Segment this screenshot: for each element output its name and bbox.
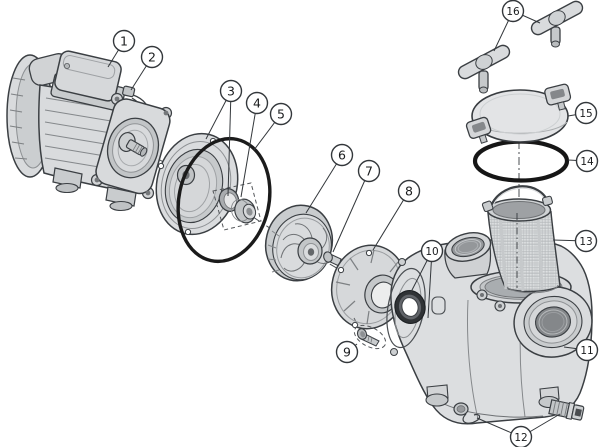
callout-circle xyxy=(245,91,269,115)
callout-leader-line xyxy=(227,90,232,197)
callout-leader-line xyxy=(332,170,370,253)
lid-clamp-left xyxy=(465,116,492,144)
callout-number: 13 xyxy=(579,236,592,248)
callout-circle xyxy=(219,79,243,103)
drain-plug-left xyxy=(453,402,481,424)
callout-13-strainer-basket: 13 xyxy=(552,229,598,253)
callout-number: 11 xyxy=(580,345,593,357)
knob-left xyxy=(457,44,511,94)
callout-number: 2 xyxy=(148,50,156,65)
callout-number: 7 xyxy=(365,164,373,179)
callout-number: 1 xyxy=(120,34,128,49)
callout-number: 10 xyxy=(425,246,438,258)
callout-leader-line xyxy=(240,102,258,198)
callout-number: 9 xyxy=(343,345,351,360)
strainer-basket xyxy=(481,185,561,294)
callout-circle xyxy=(335,340,359,364)
strainer-lid xyxy=(465,83,572,144)
callout-number: 15 xyxy=(579,108,592,120)
callout-1-motor: 1 xyxy=(107,29,136,68)
callout-2-cable-gland: 2 xyxy=(130,45,164,91)
callout-3-seal-plate: 3 xyxy=(205,79,243,197)
callout-12-drain-plugs: 12 xyxy=(476,413,561,447)
callout-circle xyxy=(501,0,525,23)
outlet-port xyxy=(513,286,593,358)
callout-15-strainer-lid: 15 xyxy=(567,101,598,125)
callout-9-diffuser-screw: 9 xyxy=(335,340,359,364)
motor-shaft xyxy=(125,139,148,157)
impeller xyxy=(264,204,335,282)
callout-number: 4 xyxy=(253,96,261,111)
callout-circle xyxy=(575,149,599,173)
callout-14-lid-o-ring: 14 xyxy=(567,149,599,173)
motor-foot-rear xyxy=(105,186,137,212)
callout-11-pump-housing: 11 xyxy=(563,338,599,362)
callout-circle xyxy=(574,229,598,253)
callout-circle xyxy=(140,45,164,69)
callout-circle xyxy=(330,143,354,167)
callout-circle xyxy=(397,179,421,203)
motor xyxy=(6,50,173,212)
inlet-port xyxy=(444,232,492,279)
callout-circle xyxy=(574,101,598,125)
callout-4-mechanical-seal: 4 xyxy=(240,91,269,198)
callout-6-impeller: 6 xyxy=(305,143,354,214)
callout-leader-line xyxy=(305,154,343,214)
callout-number: 6 xyxy=(338,148,346,163)
callout-number: 3 xyxy=(227,84,235,99)
diffuser-ribs xyxy=(335,249,399,325)
callout-number: 16 xyxy=(506,6,520,18)
impeller-screw xyxy=(323,251,342,267)
callout-circle xyxy=(112,29,136,53)
callout-circle xyxy=(509,425,533,447)
callout-7-impeller-screw: 7 xyxy=(332,159,381,253)
lid-o-ring xyxy=(472,139,570,183)
large-o-ring xyxy=(176,136,272,264)
callout-circle xyxy=(357,159,381,183)
callout-circle xyxy=(269,102,293,126)
lid-clamp-right xyxy=(544,83,572,111)
motor-foot-front xyxy=(52,167,83,194)
callout-number: 14 xyxy=(580,156,594,168)
callout-number: 5 xyxy=(277,107,285,122)
callout-circle xyxy=(575,338,599,362)
basket-handle xyxy=(481,185,553,213)
mechanical-seal xyxy=(212,182,262,231)
callout-16-lid-knobs: 16 xyxy=(493,0,541,52)
diffuser-screw xyxy=(353,317,387,350)
callout-leader-line xyxy=(372,190,410,251)
callout-number: 12 xyxy=(514,432,527,444)
callout-circle xyxy=(420,239,444,263)
callout-10-shaft-seal-ring: 10 xyxy=(410,239,444,319)
knob-right xyxy=(530,0,584,48)
callout-5-large-o-ring: 5 xyxy=(253,102,293,151)
callout-number: 8 xyxy=(405,184,413,199)
shaft-seal-ring xyxy=(394,289,426,325)
motor-terminal-box xyxy=(54,50,122,102)
seal-retainer-bracket xyxy=(212,182,262,231)
housing-feet xyxy=(425,384,560,409)
pump-housing xyxy=(386,232,593,425)
drain-plug-right xyxy=(548,399,585,421)
callout-8-diffuser: 8 xyxy=(372,179,421,251)
